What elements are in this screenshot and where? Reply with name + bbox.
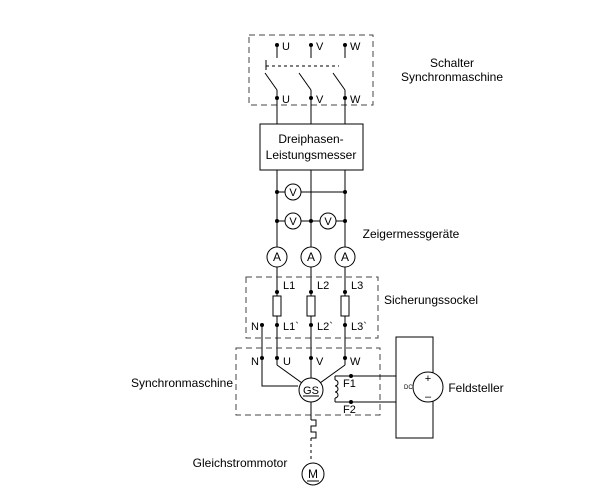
voltmeter-3 bbox=[319, 212, 337, 230]
field-controller-label: Feldsteller bbox=[448, 381, 503, 395]
dc-source bbox=[412, 371, 444, 403]
meters-label: Zeigermessgeräte bbox=[363, 227, 460, 241]
dc-motor bbox=[301, 462, 325, 486]
field-coil bbox=[334, 379, 339, 399]
ammeter-1-symbol: A bbox=[273, 250, 281, 264]
voltmeter-2 bbox=[284, 212, 302, 230]
fuse-l3-label: L3 bbox=[351, 280, 363, 292]
switch-blade-v bbox=[298, 72, 312, 91]
sync-machine-group: N U V W GS F1 F2 bbox=[235, 347, 381, 416]
switch-label-line1: Schalter bbox=[430, 56, 474, 70]
fuse-l2p-label: L2` bbox=[317, 321, 333, 333]
voltmeter-1-symbol: V bbox=[289, 187, 297, 199]
fuse-l1p-label: L1` bbox=[283, 321, 299, 333]
fuse-group: L1 L2 L3 N L1` L2` L3` bbox=[245, 276, 379, 339]
machine-u-label: U bbox=[283, 356, 291, 368]
switch-blade-w bbox=[332, 72, 346, 91]
voltmeter-1 bbox=[284, 183, 302, 201]
sync-machine-dashed-box bbox=[235, 347, 381, 416]
ammeter-2-symbol: A bbox=[307, 250, 315, 264]
voltmeter-3-symbol: V bbox=[324, 216, 332, 228]
field-controller-group: DC + – bbox=[380, 336, 444, 439]
f2-label: F2 bbox=[343, 404, 356, 416]
fuse-n-label: N bbox=[251, 321, 259, 333]
switch-top-u-label: U bbox=[282, 41, 290, 53]
fuse-l2-label: L2 bbox=[317, 280, 329, 292]
machine-n-label: N bbox=[251, 356, 259, 368]
machine-v-label: V bbox=[316, 356, 324, 368]
dc-plus: + bbox=[425, 373, 431, 385]
ammeter-3-symbol: A bbox=[341, 250, 349, 264]
dc-label: DC bbox=[404, 385, 413, 391]
dc-minus: – bbox=[425, 391, 432, 403]
fuse-l3p-label: L3` bbox=[351, 321, 367, 333]
generator-symbol: GS bbox=[303, 385, 319, 397]
shaft-coupling bbox=[310, 419, 317, 439]
f1-label: F1 bbox=[343, 378, 356, 390]
fuse-1 bbox=[272, 295, 282, 317]
power-meter-label-line1: Dreiphasen- bbox=[278, 132, 343, 146]
switch-top-v-label: V bbox=[316, 41, 324, 53]
voltmeter-2-symbol: V bbox=[289, 216, 297, 228]
power-meter-label-line2: Leistungsmesser bbox=[266, 148, 357, 162]
switch-top-w-label: W bbox=[350, 41, 361, 53]
switch-group: U V W U V W bbox=[248, 34, 374, 106]
sync-machine-label: Synchronmaschine bbox=[131, 376, 233, 390]
fuse-l1-label: L1 bbox=[283, 280, 295, 292]
switch-bottom-u-label: U bbox=[282, 94, 290, 106]
switch-bottom-w-label: W bbox=[350, 94, 361, 106]
dc-motor-label: Gleichstrommotor bbox=[193, 456, 288, 470]
coupling-group bbox=[310, 402, 317, 460]
switch-blade-u bbox=[264, 72, 278, 91]
fuse-3 bbox=[340, 295, 350, 317]
machine-w-label: W bbox=[350, 356, 361, 368]
switch-bottom-v-label: V bbox=[316, 94, 324, 106]
power-meter-box bbox=[259, 123, 364, 171]
fuse-dashed-box bbox=[245, 276, 379, 339]
ammeter-group: A A A bbox=[266, 246, 356, 268]
dc-motor-symbol: M bbox=[308, 467, 318, 481]
switch-label-line2: Synchronmaschine bbox=[401, 70, 503, 84]
fuse-label: Sicherungssockel bbox=[384, 293, 478, 307]
voltmeter-group: V V V bbox=[275, 183, 347, 230]
fuse-2 bbox=[306, 295, 316, 317]
